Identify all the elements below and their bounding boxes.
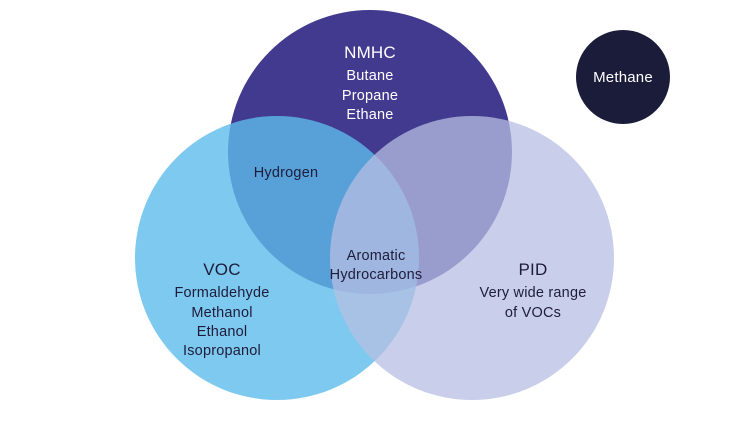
voc-item: Isopropanol [183,342,261,359]
pid-circle [330,116,614,400]
voc-item: Ethanol [196,323,248,340]
pid-item: Very wide range [479,285,587,302]
aromatic-hydrocarbons-label: Aromatic Hydrocarbons [329,248,423,284]
methane-label: Methane [593,68,653,86]
voc-item: Formaldehyde [174,285,270,302]
nmhc-item: Butane [346,68,394,85]
nmhc-title: NMHC [344,43,396,62]
voc-title: VOC [203,260,241,279]
voc-item: Methanol [191,304,253,321]
pid-label-group: PID Very wide range of VOCs [453,259,613,323]
methane-circle: Methane [576,30,670,124]
center-overlap-label: Aromatic Hydrocarbons [296,228,456,305]
nmhc-voc-overlap-label: Hydrogen [226,164,346,183]
nmhc-label-group: NMHC Butane Propane Ethane [290,42,450,125]
voc-label-group: VOC Formaldehyde Methanol Ethanol Isopro… [142,259,302,361]
pid-title: PID [518,260,548,279]
nmhc-item: Ethane [346,106,394,123]
hydrogen-label: Hydrogen [253,165,319,181]
pid-item: of VOCs [504,304,562,321]
nmhc-item: Propane [341,87,399,104]
